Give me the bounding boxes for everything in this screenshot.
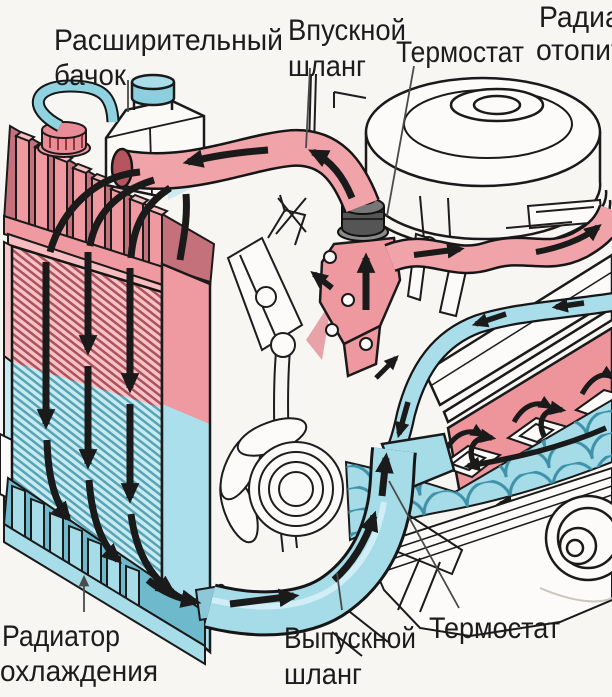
outlet-flow-arrows — [145, 452, 394, 608]
svg-text:шланг: шланг — [288, 50, 366, 83]
thermostat-flow-arrows — [310, 252, 399, 380]
svg-text:отопит: отопит — [536, 34, 612, 67]
expansion-tank-cap — [130, 73, 176, 110]
head-flow-arrows — [443, 365, 612, 452]
pointer-inlet-hose — [305, 67, 311, 149]
svg-text:шланг: шланг — [284, 658, 362, 691]
label-cooling-radiator: Радиатор — [2, 620, 120, 653]
label-outlet-hose: Выпускной — [284, 622, 416, 655]
pointer-lines — [78, 65, 460, 612]
overflow-hose — [31, 79, 120, 132]
svg-text:бачок: бачок — [54, 59, 127, 92]
cylinder-head — [437, 326, 612, 497]
radiator-filler-neck — [37, 121, 91, 158]
thermostat-housing — [306, 236, 402, 380]
engine-front-accessories — [219, 194, 344, 553]
pointer-outlet-hose — [336, 572, 343, 611]
svg-text:охлаждения: охлаждения — [0, 655, 158, 688]
label-expansion-tank: Расширительный — [54, 24, 283, 57]
label-thermostat-top: Термостат — [396, 36, 524, 69]
label-inlet-hose: Впускной — [288, 14, 406, 47]
label-thermostat-bottom: Термостат — [429, 612, 560, 645]
supply-flow-arrows — [413, 223, 602, 259]
fan-blades — [219, 417, 308, 544]
radiator-flow-arrows — [36, 168, 190, 596]
return-flow-arrows — [395, 298, 585, 439]
crank-pulley-right — [544, 494, 612, 582]
crankshaft-pulley — [248, 441, 344, 537]
heater-supply-hose — [384, 204, 612, 275]
inlet-flow-arrows — [182, 146, 356, 200]
label-heater-radiator: Радиат — [539, 1, 612, 34]
outlet-hose — [145, 432, 456, 637]
valve-cover — [423, 253, 612, 424]
pointer-thermostat-bottom — [388, 480, 460, 609]
pointer-thermostat-top — [386, 65, 415, 217]
